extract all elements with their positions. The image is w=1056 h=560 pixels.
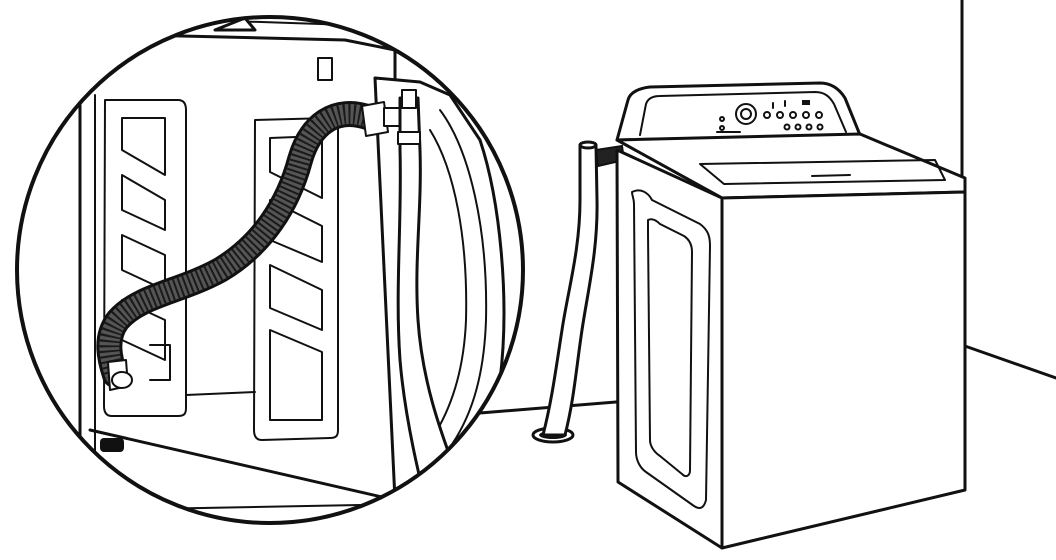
left-frame-cutout-2 [121,174,166,231]
lid-recess [699,159,946,185]
cycle-knob [735,103,757,125]
washer-foot [100,438,124,452]
console-button [815,111,823,119]
console-button [794,123,802,131]
side-embossed-panel [631,189,711,509]
console-button [789,111,797,119]
pump-outlet [111,371,133,389]
inset-border [15,15,525,525]
console-button [776,111,784,119]
console-button [802,111,810,119]
back-clip [317,57,333,81]
console-button [816,123,824,131]
left-frame-notch [149,344,171,381]
console-button [805,123,813,131]
left-frame-outer [103,99,187,417]
drain-hose-ribs [99,104,374,379]
console-button [783,123,791,131]
standpipe-inset-top [401,89,417,109]
standpipe-body [541,143,599,437]
console-indicator [719,125,725,131]
lid-handle [811,174,851,177]
top-connector [213,17,257,32]
washer-side-curve-inner [429,129,468,433]
right-frame-cutout-3 [269,264,323,331]
standpipe [531,140,626,444]
console-display [802,100,810,105]
console-inner-edge [639,91,847,136]
side-embossed-inner [647,218,693,478]
console-indicator [719,116,725,122]
standpipe-top [578,140,598,150]
control-buttons [716,100,824,133]
washer [615,81,967,550]
washer-side-curve [439,109,488,451]
frame-crossbar [185,391,256,396]
cycle-knob-center [740,108,752,120]
console-button [763,111,771,119]
standpipe-clamp [397,131,421,145]
magnified-detail-inset [15,15,525,525]
washer-base-edge [88,428,397,502]
left-frame-cutout-1 [121,117,166,176]
inset-content [78,17,506,523]
right-frame-cutout-4 [269,329,323,421]
floor-wall-edge-right [960,343,1056,380]
hose-coupling [361,101,389,137]
washer-front-panel [720,190,967,550]
